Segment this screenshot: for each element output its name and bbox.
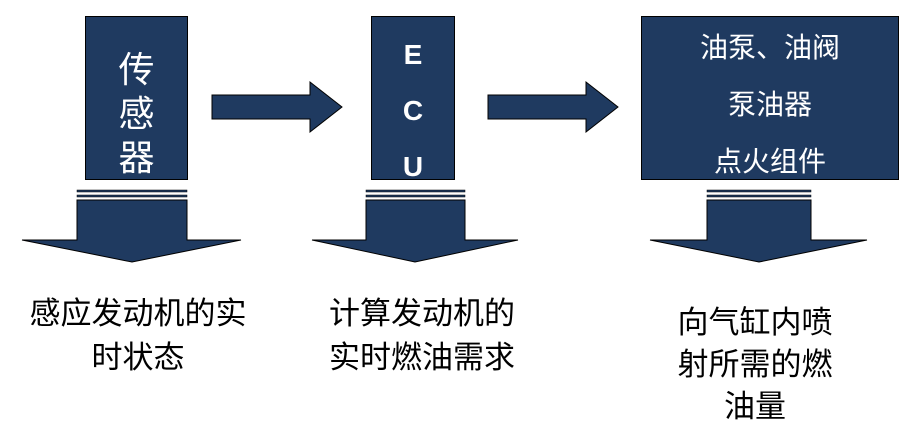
actuators-caption-line: 油量 (724, 389, 786, 425)
ecu-label: E C U (372, 27, 454, 195)
actuators-box: 油泵、油阀 泵油器 点火组件 (641, 16, 899, 180)
right-arrow-ecu-to-actuators (487, 80, 619, 134)
sensor-caption-line: 时状态 (91, 340, 185, 376)
ecu-box: E C U (371, 16, 455, 182)
actuators-caption: 向气缸内喷 射所需的燃 油量 (620, 302, 890, 428)
down-arrow-actuators (649, 189, 868, 263)
actuators-label-line: 泵油器 (727, 88, 812, 121)
ecu-label-line: E (403, 39, 423, 70)
actuators-caption-line: 向气缸内喷 (677, 305, 833, 341)
sensor-box: 传 感 器 (85, 16, 188, 180)
sensor-label-line: 感 (118, 94, 155, 135)
ecu-label-line: U (402, 151, 424, 182)
sensor-label-line: 传 (118, 50, 155, 91)
ecu-label-line: C (402, 95, 424, 126)
actuators-label: 油泵、油阀 泵油器 点火组件 (642, 19, 898, 190)
actuators-caption-line: 射所需的燃 (677, 347, 833, 383)
sensor-caption-line: 感应发动机的实 (29, 296, 247, 332)
sensor-caption: 感应发动机的实 时状态 (0, 292, 276, 380)
ecu-caption: 计算发动机的 实时燃油需求 (310, 292, 534, 380)
actuators-label-line: 油泵、油阀 (699, 31, 840, 64)
down-arrow-sensor (21, 189, 242, 263)
right-arrow-sensor-to-ecu (211, 80, 343, 134)
sensor-label: 传 感 器 (86, 49, 187, 181)
actuators-label-line: 点火组件 (713, 145, 826, 178)
down-arrow-ecu (311, 189, 519, 263)
sensor-label-line: 器 (118, 138, 155, 179)
ecu-caption-line: 实时燃油需求 (329, 340, 515, 376)
ecu-caption-line: 计算发动机的 (329, 296, 515, 332)
